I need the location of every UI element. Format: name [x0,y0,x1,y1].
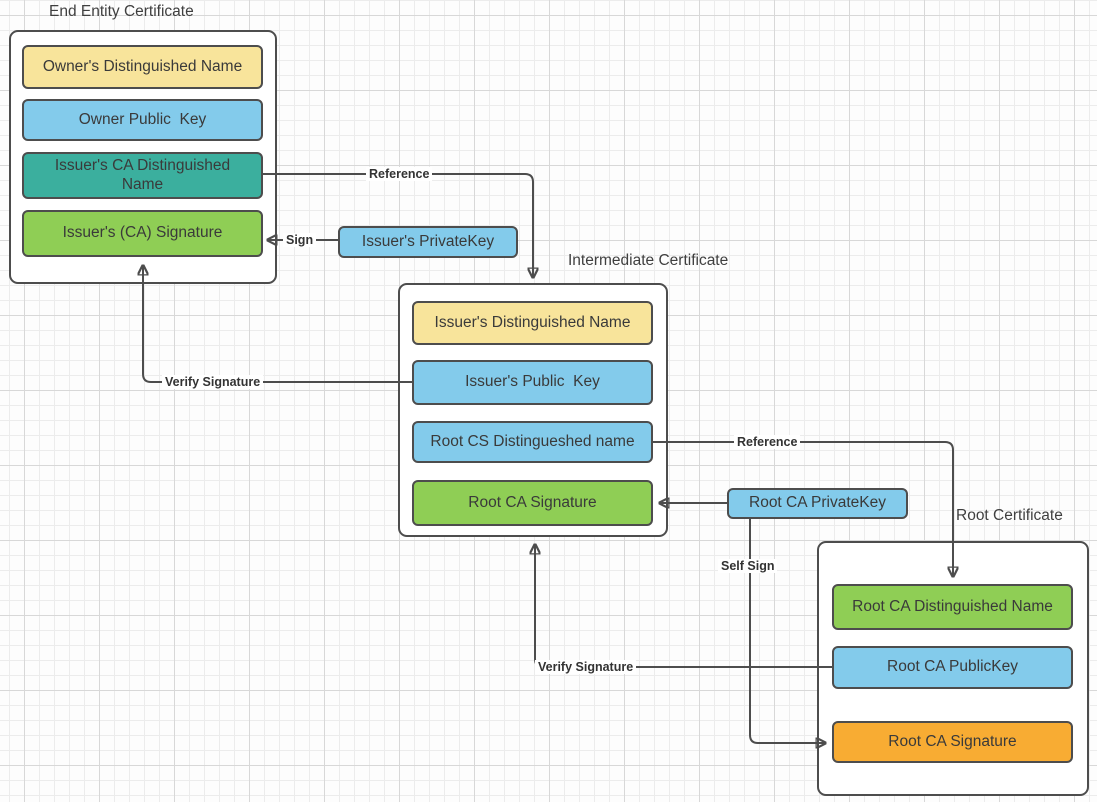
end-entity-certificate-title: End Entity Certificate [49,3,194,20]
root-ca-signature-box-intermediate[interactable]: Root CA Signature [412,480,653,526]
issuer-private-key-label: Issuer's PrivateKey [361,232,495,250]
root-certificate-title: Root Certificate [956,507,1063,524]
issuer-ca-distinguished-name-label: Issuer's CA Distinguished Name [54,156,231,193]
owner-public-key-label: Owner Public Key [78,110,207,128]
issuer-ca-signature-label: Issuer's (CA) Signature [62,224,223,242]
verify-signature-label-2: Verify Signature [535,660,637,674]
verify-signature-wire-2[interactable] [535,545,832,668]
root-cs-distingueshed-name-box[interactable]: Root CS Distingueshed name [412,421,653,463]
root-ca-distinguished-name-label: Root CA Distinguished Name [852,597,1053,615]
reference-label-1: Reference [366,167,433,181]
self-sign-label: Self Sign [718,559,778,573]
issuer-public-key-label: Issuer's Public Key [465,373,600,391]
sign-label: Sign [283,233,317,247]
issuer-ca-signature-box[interactable]: Issuer's (CA) Signature [22,210,263,257]
owner-public-key-box[interactable]: Owner Public Key [22,99,263,141]
root-ca-private-key-label: Root CA PrivateKey [749,494,886,512]
root-ca-public-key-label: Root CA PublicKey [887,658,1018,676]
root-ca-signature-box-root[interactable]: Root CA Signature [832,721,1073,763]
root-ca-distinguished-name-box[interactable]: Root CA Distinguished Name [832,584,1073,630]
issuer-distinguished-name-box[interactable]: Issuer's Distinguished Name [412,301,653,345]
self-sign-wire[interactable] [749,519,825,743]
reference-wire-1[interactable] [262,173,533,277]
root-ca-private-key-box[interactable]: Root CA PrivateKey [727,488,908,519]
root-ca-signature-label-root: Root CA Signature [888,732,1017,750]
root-ca-public-key-box[interactable]: Root CA PublicKey [832,646,1073,689]
verify-signature-label-1: Verify Signature [162,375,264,389]
reference-label-2: Reference [734,435,801,449]
root-ca-signature-label-intermediate: Root CA Signature [468,493,597,511]
owner-distinguished-name-box[interactable]: Owner's Distinguished Name [22,45,263,89]
owner-distinguished-name-label: Owner's Distinguished Name [42,57,243,75]
root-cs-distingueshed-name-label: Root CS Distingueshed name [430,432,635,450]
issuer-public-key-box[interactable]: Issuer's Public Key [412,360,653,405]
verify-signature-wire-1[interactable] [143,266,412,383]
issuer-distinguished-name-label: Issuer's Distinguished Name [434,313,631,331]
issuer-ca-distinguished-name-box[interactable]: Issuer's CA Distinguished Name [22,152,263,199]
intermediate-certificate-title: Intermediate Certificate [568,252,729,269]
issuer-private-key-box[interactable]: Issuer's PrivateKey [338,226,518,258]
reference-wire-2[interactable] [653,441,953,576]
